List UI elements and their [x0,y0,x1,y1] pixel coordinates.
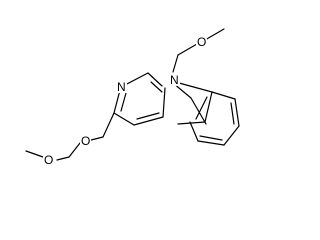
bond-c9a-c1 [147,72,163,87]
bond-c4a-c9a [162,87,166,118]
bond-c6-c5 [197,140,225,146]
atom-n9: N [170,73,179,87]
bond-n9-ch2 [172,54,179,73]
bond-n2-c3 [113,89,121,114]
bond-c7-c6 [223,125,240,146]
bond-c8-c7-inner [230,102,235,125]
bond-c9a-c1-inner [150,81,163,93]
bond-o-ch3-top [204,28,225,41]
bond-o-methoxy-ch3 [25,150,44,158]
bond-c4-c4a [133,116,164,126]
bonds [25,28,240,161]
bond-ch2-o [177,43,198,56]
bond-c5-c4b [189,121,199,142]
bond-c8a-c4a [204,91,213,123]
atom-n2: N [117,80,126,94]
bond-c6-c5-inner [199,135,223,141]
bond-o-ether-ch2 [68,142,81,158]
bond-ch2-o-methoxy [56,156,70,161]
molecule-structure: N N O O O [25,28,240,167]
bond-c4a-c4b [177,121,206,125]
atom-o-ether: O [81,134,90,148]
bond-c3-ch2 [102,112,115,138]
atom-o-nmethoxy: O [197,35,206,49]
bond-c8a-c8 [211,91,236,100]
bond-ch2-o-ether [90,136,104,141]
atom-labels: N N O O O [43,35,207,167]
bond-c4-c4a-inner [136,112,160,120]
bond-n9-c8a [178,82,213,93]
bond-c9a-c4b [190,97,207,125]
bond-n2-c3-inner [120,92,127,112]
bond-c1-n2 [124,72,149,86]
bond-c8-c7 [234,98,240,127]
bond-c8a-c4b-inner [195,96,208,120]
bond-c3-c4 [113,112,135,126]
atom-o-methoxy: O [44,153,53,167]
